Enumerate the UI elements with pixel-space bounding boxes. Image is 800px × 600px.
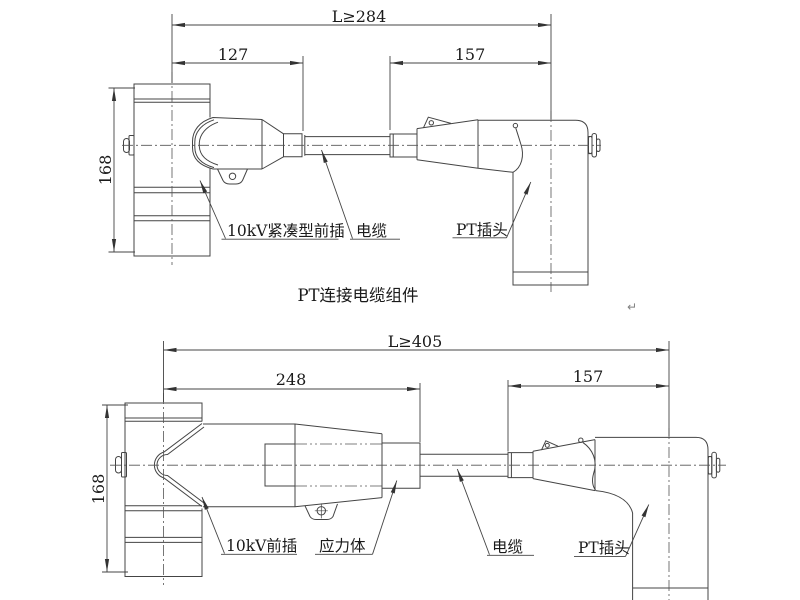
label-cable-bottom: 电缆 xyxy=(492,538,523,556)
label-stress-body: 应力体 xyxy=(319,536,366,555)
label-front-plug-bottom: 10kV前插 xyxy=(226,537,297,555)
label-pt-plug-bottom: PT插头 xyxy=(578,539,630,557)
cable-bottom xyxy=(420,453,508,477)
pt-plug-outline-bottom xyxy=(507,436,721,600)
cable-top xyxy=(304,136,390,156)
drawing-pt-cable-assembly-top: L≥284 127 157 168 10kV紧凑型前插 电缆 PT插头 PT连接… xyxy=(96,7,637,314)
paragraph-mark: ↵ xyxy=(627,300,637,314)
drawing-caption: PT连接电缆组件 xyxy=(297,286,418,305)
pt-plug-outline-top xyxy=(389,116,601,286)
dim-height-bottom: 168 xyxy=(89,474,108,505)
dim-overall-bottom: L≥405 xyxy=(388,332,443,351)
dim-right-bottom: 157 xyxy=(573,367,604,386)
dim-left-top: 127 xyxy=(218,45,249,64)
dim-right-top: 157 xyxy=(455,45,486,64)
labels-top: 10kV紧凑型前插 电缆 PT插头 xyxy=(199,149,532,240)
dim-overall-top: L≥284 xyxy=(332,7,387,26)
dimensions-bottom: L≥405 248 157 168 xyxy=(89,332,670,573)
dim-height-top: 168 xyxy=(96,155,115,186)
dim-left-bottom: 248 xyxy=(276,370,307,389)
drawing-pt-cable-assembly-bottom: L≥405 248 157 168 10kV前插 应力体 电缆 PT插头 xyxy=(89,332,726,600)
label-pt-plug-top: PT插头 xyxy=(456,221,508,239)
label-cable-top: 电缆 xyxy=(356,222,387,240)
dimensions-top: L≥284 127 157 168 xyxy=(96,7,552,253)
label-front-plug-top: 10kV紧凑型前插 xyxy=(227,222,345,240)
labels-bottom: 10kV前插 应力体 电缆 PT插头 xyxy=(201,468,650,557)
